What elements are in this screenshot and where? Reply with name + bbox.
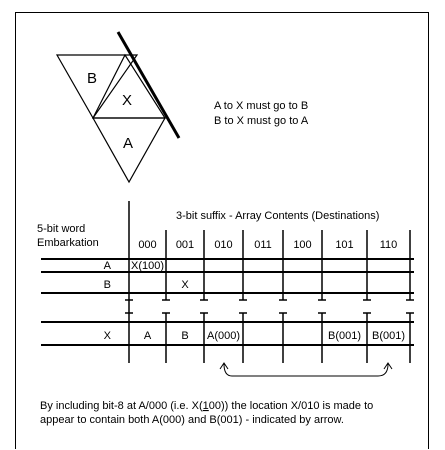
caption-underlined-digit: 1 [203, 400, 209, 412]
row-x-cell: B [181, 330, 188, 342]
column-header: 001 [176, 239, 194, 251]
caption-line-1-pre: By including bit-8 at A/000 (i.e. X( [40, 400, 203, 412]
arrow [219, 362, 393, 377]
column-header: 101 [335, 239, 353, 251]
row-x-cell: A(000) [207, 330, 240, 342]
triangle-b-label: B [87, 70, 97, 87]
caption-line-1-post: 00)) the location X/010 is made to [209, 400, 373, 412]
row-a-cell: X(100) [131, 260, 164, 272]
rule-line-2: B to X must go to A [214, 115, 309, 127]
row-x-cell: A [144, 330, 152, 342]
triangle-a-label: A [123, 135, 133, 152]
thick-diagonal [116, 31, 181, 139]
triangle-x-label: X [122, 92, 132, 109]
row-header-line-2: Embarkation [37, 237, 99, 249]
triangle-group [55, 31, 181, 184]
frame [15, 12, 429, 449]
column-header: 000 [138, 239, 156, 251]
row-x-cell: B(001) [372, 330, 405, 342]
column-header: 100 [293, 239, 311, 251]
table-grid [41, 230, 414, 363]
triangle-b [55, 54, 139, 120]
caption-line-1: By including bit-8 at A/000 (i.e. X(100)… [40, 400, 373, 412]
caption-line-2: appear to contain both A(000) and B(001)… [40, 414, 344, 426]
row-x-label: X [104, 330, 112, 342]
column-header: 010 [214, 239, 232, 251]
row-a-label: A [104, 260, 112, 272]
suffix-title: 3-bit suffix - Array Contents (Destinati… [176, 210, 379, 222]
column-header: 110 [380, 239, 398, 251]
triangle-a [91, 117, 167, 184]
column-header: 011 [254, 239, 272, 251]
row-b-label: B [104, 279, 111, 291]
row-b-cell: X [181, 279, 189, 291]
row-x-cell: B(001) [328, 330, 361, 342]
rule-line-1: A to X must go to B [214, 100, 308, 112]
row-header-line-1: 5-bit word [37, 223, 85, 235]
